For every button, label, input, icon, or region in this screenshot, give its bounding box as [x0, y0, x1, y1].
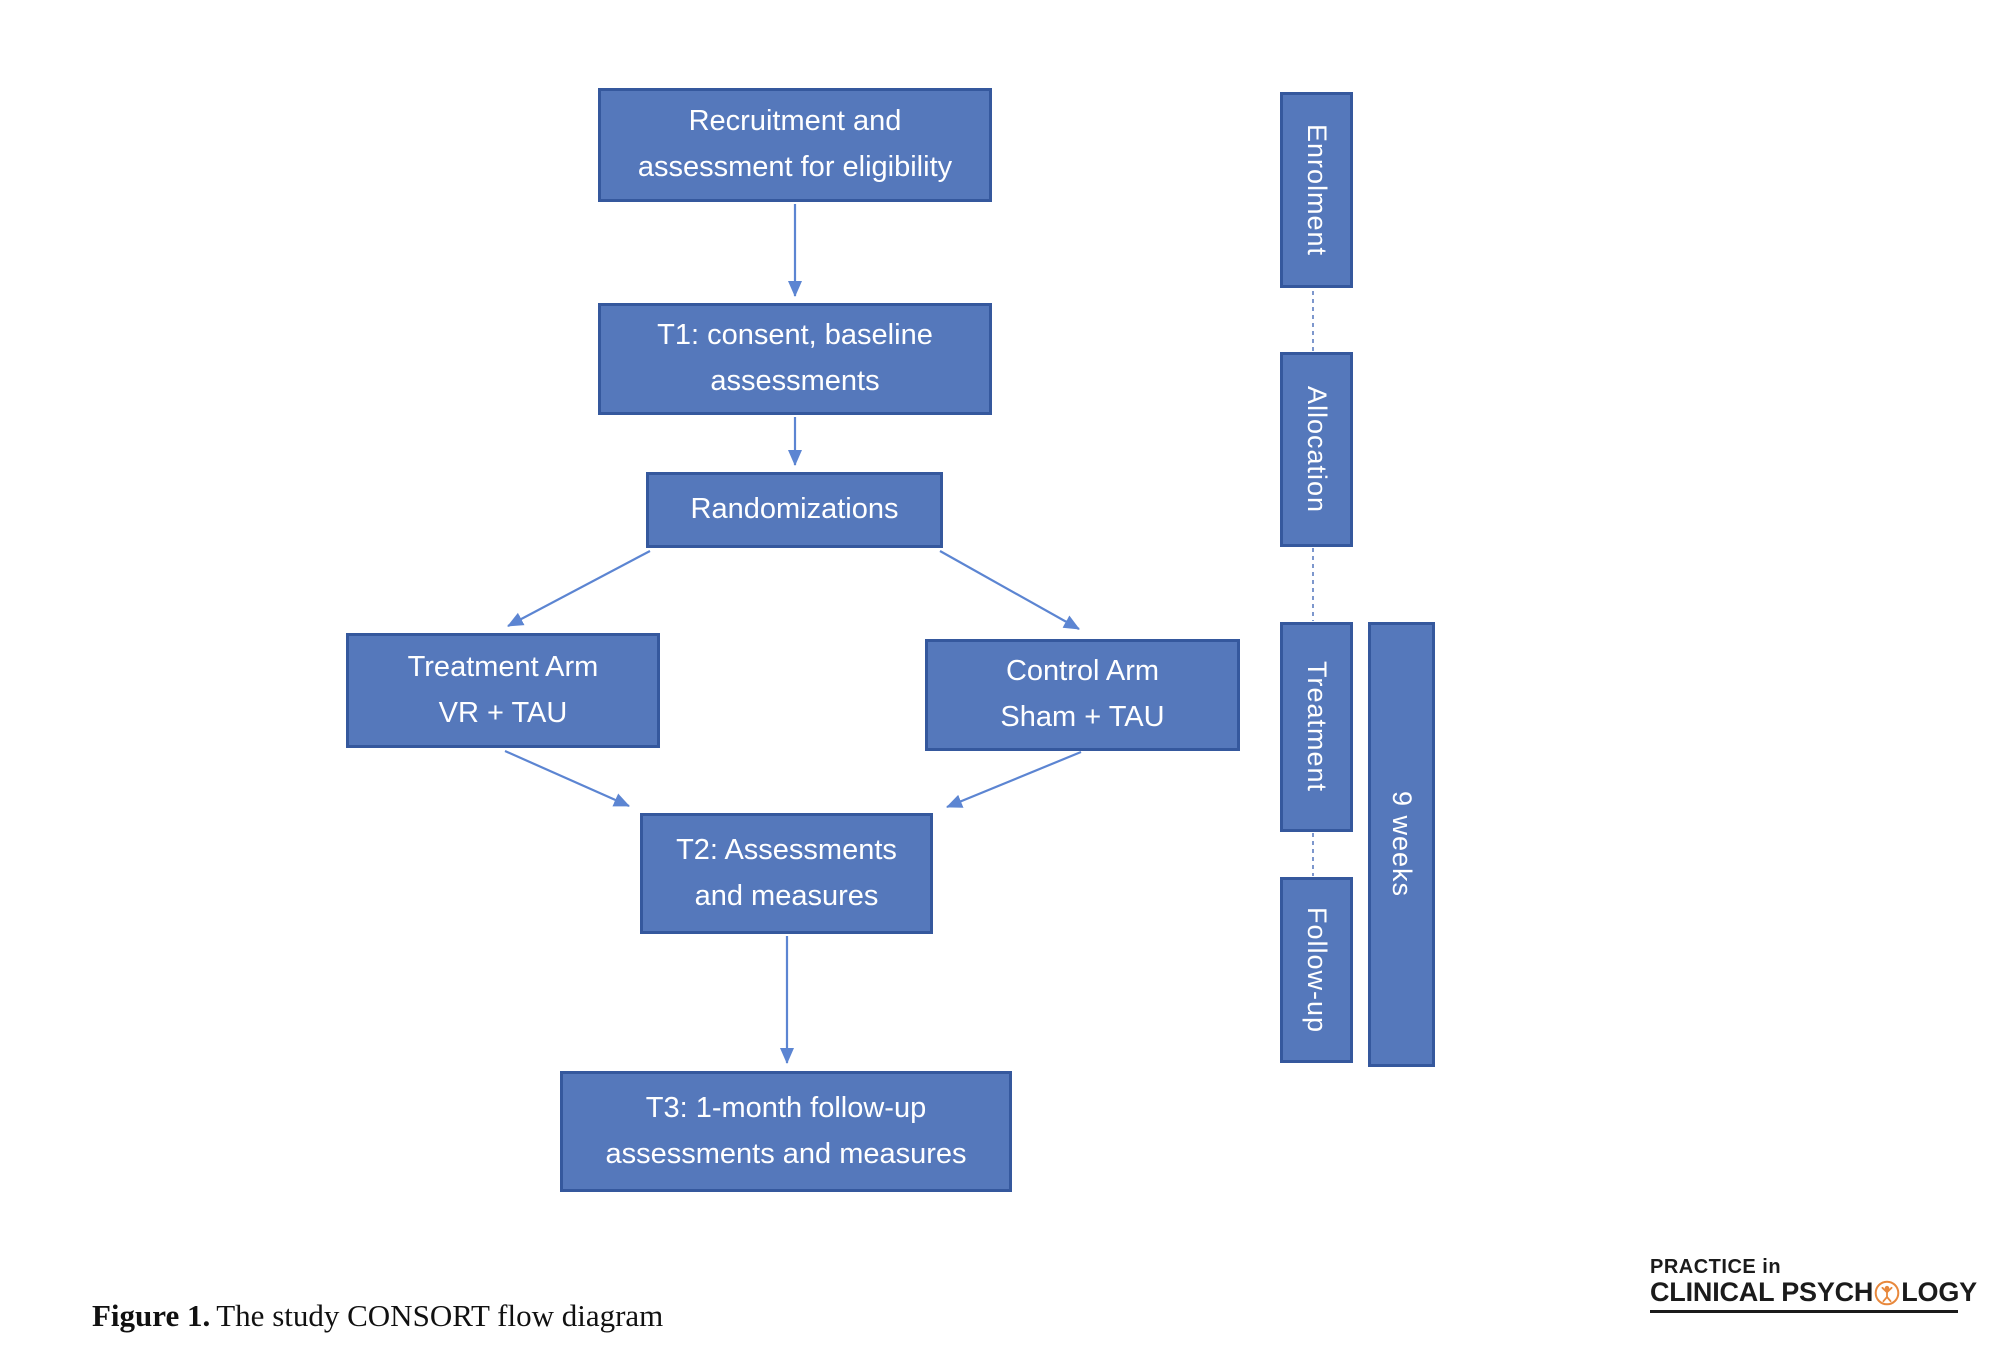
stage-bar-treatment: Treatment [1280, 622, 1353, 832]
person-in-circle-icon [1874, 1280, 1900, 1306]
arrow-randomization-to-treatment-arm [507, 550, 651, 627]
arrow-randomization-to-control-arm [939, 550, 1080, 630]
journal-logo-line2-part1: CLINICAL PSYCH [1650, 1277, 1874, 1307]
journal-logo: PRACTICE in CLINICAL PSYCH LOGY [1650, 1256, 1977, 1314]
flow-box-control-arm: Control Arm Sham + TAU [925, 639, 1240, 751]
flow-box-t2: T2: Assessments and measures [640, 813, 933, 934]
stage-bar-treatment-label: Treatment [1302, 661, 1332, 793]
journal-logo-underline [1650, 1310, 1958, 1314]
flow-box-control-arm-line2: Sham + TAU [1000, 701, 1165, 733]
arrow-treatment-arm-to-t2 [504, 749, 630, 808]
stage-bar-allocation: Allocation [1280, 352, 1353, 547]
stage-bar-followup-label: Follow-up [1302, 906, 1332, 1034]
journal-logo-line1: PRACTICE in [1650, 1256, 1782, 1278]
flow-box-t2-line1: T2: Assessments [676, 833, 897, 866]
flow-box-t2-line2: and measures [694, 879, 879, 912]
stage-bar-allocation-label: Allocation [1302, 385, 1332, 514]
stage-bar-enrolment: Enrolment [1280, 92, 1353, 288]
journal-logo-line2: CLINICAL PSYCH LOGY [1650, 1277, 1977, 1307]
flow-box-t1-line1: T1: consent, baseline [657, 319, 933, 352]
stage-bar-followup: Follow-up [1280, 877, 1353, 1063]
stage-bar-duration: 9 weeks [1368, 622, 1435, 1067]
flow-box-t3-line2: assessments and measures [605, 1137, 967, 1170]
flow-box-randomization: Randomizations [646, 472, 943, 548]
flow-box-recruitment: Recruitment and assessment for eligibili… [598, 88, 992, 202]
flow-box-control-arm-line1: Control Arm [1005, 655, 1160, 688]
flow-box-treatment-arm-line2: VR + TAU [438, 696, 568, 729]
flow-box-treatment-arm: Treatment Arm VR + TAU [346, 633, 660, 748]
flow-box-treatment-arm-line1: Treatment Arm [407, 650, 599, 683]
arrow-control-arm-to-t2 [946, 750, 1082, 809]
flow-box-recruitment-line1: Recruitment and [688, 105, 902, 138]
flow-box-recruitment-line2: assessment for eligibility [637, 151, 953, 183]
flow-box-t3-line1: T3: 1-month follow-up [645, 1091, 927, 1124]
journal-logo-line2-part2: LOGY [1901, 1277, 1977, 1307]
flow-box-randomization-line1: Randomizations [690, 493, 899, 526]
figure-caption-text: The study CONSORT flow diagram [216, 1298, 664, 1333]
stage-bar-duration-label: 9 weeks [1387, 791, 1417, 898]
figure-caption: Figure 1.The study CONSORT flow diagram [92, 1298, 663, 1334]
figure-caption-label: Figure 1. [92, 1298, 211, 1333]
flow-box-t3: T3: 1-month follow-up assessments and me… [560, 1071, 1012, 1192]
flow-box-t1: T1: consent, baseline assessments [598, 303, 992, 415]
stage-bar-enrolment-label: Enrolment [1302, 123, 1332, 257]
flow-box-t1-line2: assessments [710, 365, 880, 397]
